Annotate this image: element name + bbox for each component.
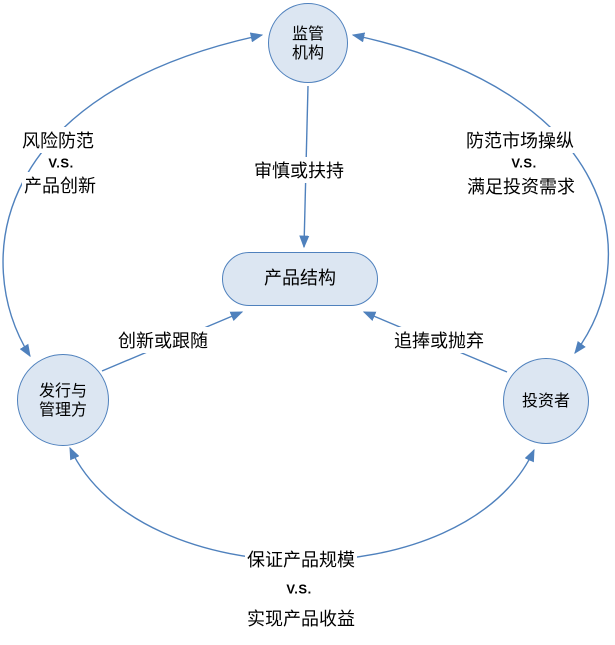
label-realize-product-returns: 实现产品收益 (245, 605, 357, 631)
node-investor-label: 投资者 (521, 391, 570, 411)
node-issuer-label-line1: 发行与 (38, 380, 87, 400)
label-meet-investment-demand: 满足投资需求 (465, 173, 577, 199)
node-product-label: 产品结构 (264, 268, 336, 290)
label-chase-or-abandon: 追捧或抛弃 (392, 327, 486, 353)
node-regulator: 监管 机构 (268, 3, 348, 83)
node-product-structure: 产品结构 (222, 252, 378, 306)
arc-regulator-investor (351, 32, 610, 355)
label-risk-prevention: 风险防范 (20, 127, 96, 153)
label-ensure-product-scale: 保证产品规模 (245, 546, 357, 572)
label-innovate-or-follow: 创新或跟随 (116, 327, 210, 353)
node-issuer-manager: 发行与 管理方 (17, 354, 109, 446)
label-prudent-or-support: 审慎或扶持 (252, 157, 346, 183)
node-issuer-label-line2: 管理方 (38, 400, 87, 419)
node-investor: 投资者 (503, 358, 589, 444)
label-vs-left: V.S. (46, 155, 76, 171)
label-product-innovation: 产品创新 (22, 172, 98, 198)
node-regulator-label-line2: 机构 (291, 43, 324, 62)
label-prevent-market-manipulation: 防范市场操纵 (464, 127, 576, 153)
label-vs-right: V.S. (509, 155, 539, 171)
arc-issuer-investor (69, 446, 535, 562)
node-regulator-label-line1: 监管 (291, 23, 324, 43)
label-vs-bottom: V.S. (284, 581, 314, 597)
